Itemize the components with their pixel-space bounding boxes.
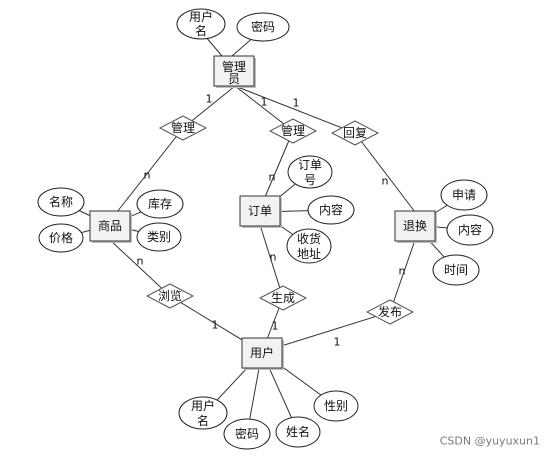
cardinality-publish-exchange: n (399, 265, 406, 278)
attribute-goods-stock-label: 库存 (148, 196, 172, 211)
attribute-goods-price: 价格 (38, 223, 84, 253)
relationship-reply-label: 回复 (343, 126, 367, 140)
attribute-admin-password: 密码 (236, 12, 290, 42)
attribute-user-realname: 姓名 (275, 416, 321, 448)
entity-goods-label: 商品 (98, 218, 122, 233)
attribute-order-address-line2: 地址 (297, 247, 321, 261)
line-manageorder-order (264, 130, 294, 198)
attribute-order-no-line1: 订单 (298, 158, 322, 172)
attribute-user-password: 密码 (223, 418, 271, 450)
relationship-publish-label: 发布 (378, 304, 402, 319)
entity-user: 用户 (241, 337, 284, 370)
attribute-admin-username-line2: 名 (195, 23, 207, 38)
attribute-goods-price-label: 价格 (49, 230, 73, 245)
attribute-exchange-content-label: 内容 (458, 222, 482, 237)
cardinality-admin-reply: 1 (293, 97, 300, 110)
relationship-manage-goods: 管理 (158, 115, 208, 141)
attribute-goods-stock: 库存 (136, 189, 184, 219)
entity-exchange: 退换 (394, 210, 437, 243)
attribute-exchange-apply: 申请 (440, 179, 488, 211)
attribute-goods-name-label: 名称 (49, 194, 73, 209)
relationship-publish: 发布 (365, 299, 415, 325)
attribute-admin-username-line1: 用户 (189, 9, 213, 24)
cardinality-browse-goods: n (137, 255, 144, 268)
attribute-exchange-time: 时间 (432, 254, 480, 286)
line-managegoods-goods (116, 127, 184, 213)
attribute-admin-username: 用户 名 (176, 8, 226, 40)
line-admin-reply (234, 85, 356, 134)
attribute-goods-name: 名称 (37, 187, 85, 217)
line-reply-exchange (354, 132, 416, 213)
attribute-exchange-apply-label: 申请 (452, 188, 476, 202)
attribute-goods-category: 类别 (136, 222, 182, 252)
cardinality-admin-manage-goods: 1 (206, 93, 213, 106)
cardinality-manage-goods-n: n (144, 169, 151, 182)
attribute-user-username: 用户 名 (178, 396, 228, 430)
cardinality-generate-user: 1 (272, 320, 279, 333)
relationship-generate-label: 生成 (271, 291, 295, 305)
attribute-order-content-label: 内容 (319, 202, 343, 217)
cardinality-browse-user: 1 (212, 319, 219, 332)
entity-admin-label-line2: 员 (228, 72, 240, 86)
entity-order-label: 订单 (248, 204, 272, 218)
attribute-order-content: 内容 (307, 195, 355, 225)
relationship-manage-order: 管理 (268, 118, 318, 144)
entity-user-label: 用户 (250, 345, 274, 360)
cardinality-admin-manage-order: 1 (261, 96, 268, 109)
line-admin-username (204, 35, 223, 57)
entity-exchange-label: 退换 (403, 219, 427, 233)
attribute-order-address-line1: 收货 (297, 231, 321, 246)
attribute-goods-category-label: 类别 (147, 230, 171, 244)
relationship-browse: 浏览 (145, 283, 195, 309)
watermark: CSDN @yuyuxun1 (440, 435, 540, 448)
attribute-order-no: 订单 号 (287, 155, 333, 189)
attribute-user-username-line2: 名 (197, 413, 209, 428)
relationship-generate: 生成 (258, 285, 308, 311)
entity-order: 订单 (239, 195, 282, 228)
relationship-manage-order-label: 管理 (281, 123, 305, 138)
line-order-generate (260, 227, 284, 299)
entity-admin: 管理 员 (213, 55, 256, 88)
cardinality-manage-order-n: n (269, 171, 276, 184)
attribute-user-realname-label: 姓名 (286, 424, 310, 439)
attribute-order-address: 收货 地址 (286, 228, 332, 264)
attribute-admin-password-label: 密码 (251, 19, 275, 34)
attribute-user-gender-label: 性别 (324, 399, 348, 413)
cardinality-reply-n: n (382, 175, 389, 188)
relationship-reply: 回复 (330, 120, 380, 146)
attribute-user-username-line1: 用户 (191, 398, 215, 413)
attribute-user-gender: 性别 (313, 390, 359, 422)
entity-admin-label-line1: 管理 (222, 59, 246, 74)
relationship-browse-label: 浏览 (158, 288, 182, 303)
attribute-user-password-label: 密码 (235, 426, 259, 441)
entity-goods: 商品 (89, 210, 132, 243)
line-goods-browse (109, 239, 171, 297)
attribute-exchange-content: 内容 (446, 214, 494, 246)
cardinality-generate-order: n (270, 251, 277, 264)
attribute-exchange-time-label: 时间 (444, 263, 468, 277)
cardinality-publish-user: 1 (334, 336, 341, 349)
line-exchange-publish (389, 239, 416, 313)
relationship-manage-goods-label: 管理 (171, 120, 195, 135)
cardinality-labels: 1 n 1 n 1 n n 1 n 1 n 1 (137, 93, 406, 349)
attribute-order-no-line2: 号 (304, 173, 316, 187)
